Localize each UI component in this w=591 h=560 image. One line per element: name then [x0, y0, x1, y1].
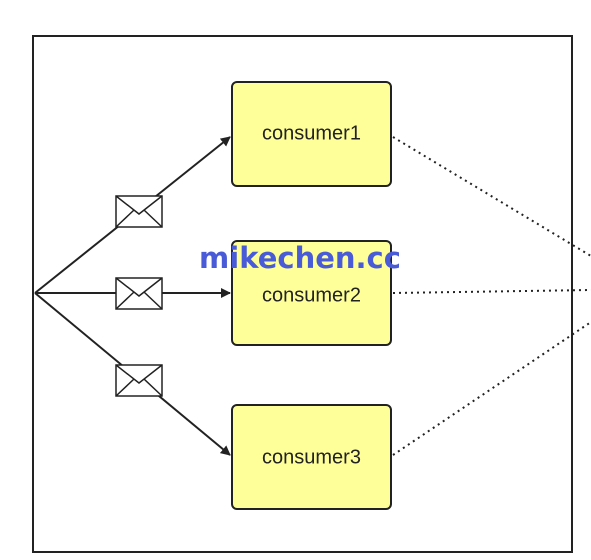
- consumer-box: [231, 240, 392, 346]
- consumer-box: [231, 81, 392, 187]
- envelope-icon: [115, 195, 163, 228]
- consumer-node-1: consumer1: [231, 81, 392, 187]
- consumer-box: [231, 404, 392, 510]
- dotted-connector-1: [392, 136, 591, 257]
- dotted-connectors: [392, 136, 591, 456]
- consumer-label: consumer3: [262, 446, 361, 468]
- dotted-connector-3: [392, 321, 591, 456]
- envelope-icon: [115, 364, 163, 397]
- consumer-node-3: consumer3: [231, 404, 392, 510]
- container-frame: [32, 35, 573, 553]
- dotted-connector-2: [392, 289, 591, 294]
- consumer-label: consumer1: [262, 122, 361, 144]
- envelope-icon: [115, 277, 163, 310]
- watermark-text: mikechen.cc: [199, 241, 401, 275]
- consumer-label: consumer2: [262, 284, 361, 306]
- consumer-node-2: consumer2: [231, 240, 392, 346]
